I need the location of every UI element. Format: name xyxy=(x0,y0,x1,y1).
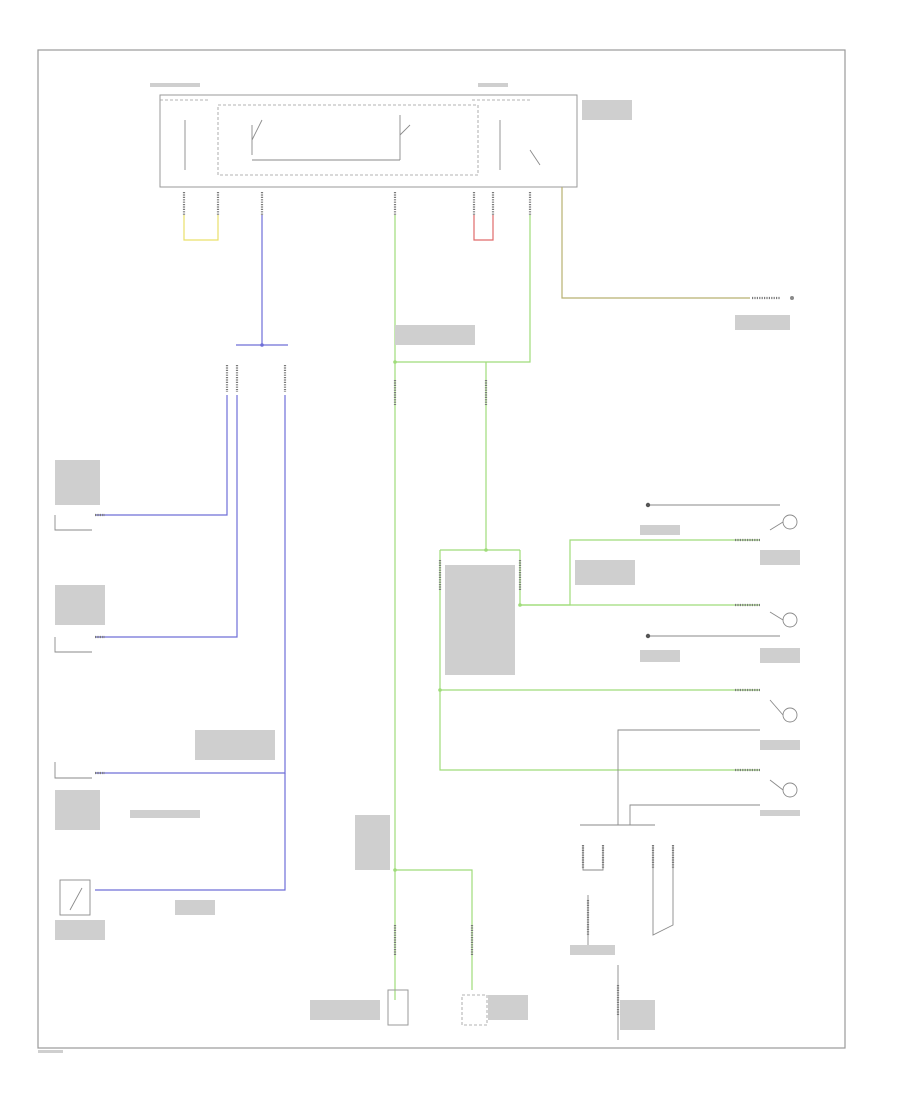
left-component-stubs xyxy=(54,515,92,916)
black-wires xyxy=(580,504,780,1040)
internal-switch-symbol xyxy=(251,115,411,161)
green-connectors xyxy=(393,380,760,955)
yellow-loop-wire xyxy=(183,215,219,241)
splice-dots xyxy=(260,343,522,872)
red-loop-wire xyxy=(473,215,494,241)
faint-label-blocks xyxy=(38,83,800,1053)
bottom-module-box xyxy=(387,989,409,1026)
inner-module-box xyxy=(217,104,479,176)
internal-resistor-symbols xyxy=(184,120,541,170)
control-module-box xyxy=(159,94,578,188)
module-connectors xyxy=(182,192,532,215)
tan-wire-terminal xyxy=(790,296,794,300)
ground-icon xyxy=(645,502,651,639)
tan-wire xyxy=(561,187,750,299)
black-connectors xyxy=(581,845,675,1015)
blue-splice-connectors xyxy=(95,365,287,775)
bottom-sensor-box xyxy=(461,994,488,1026)
diagram-frame xyxy=(37,49,846,1049)
blue-wires xyxy=(95,215,288,891)
lamp-leads xyxy=(769,521,784,791)
